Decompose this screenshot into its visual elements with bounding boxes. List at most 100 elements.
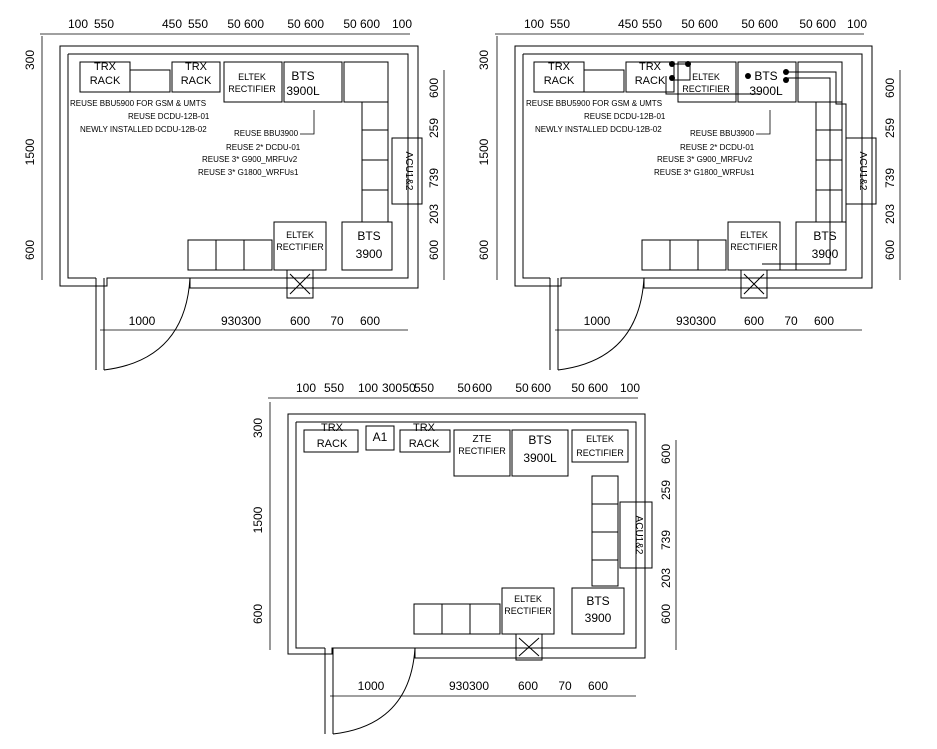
connection-point bbox=[685, 61, 691, 67]
rect-bot-label: ELTEK bbox=[514, 594, 542, 604]
dim-top: 50 bbox=[799, 17, 813, 31]
top-right-cabinet bbox=[343, 61, 389, 103]
bts-top-label: BTS bbox=[528, 433, 551, 447]
dim-bottom: 600 bbox=[814, 314, 834, 328]
a1-label: A1 bbox=[373, 430, 388, 444]
connection-point bbox=[669, 75, 675, 81]
bottom-cabinet-row bbox=[187, 239, 273, 271]
dim-top: 50 bbox=[741, 17, 755, 31]
trx-rack-1 bbox=[303, 429, 359, 453]
dim-right: 600 bbox=[883, 240, 897, 260]
eltek-rectifier-top bbox=[677, 61, 737, 103]
dim-top: 100 bbox=[296, 381, 316, 395]
bts-top-sublabel: 3900L bbox=[749, 84, 783, 98]
dim-top: 100 bbox=[524, 17, 544, 31]
cable-ladder-cross bbox=[289, 273, 311, 295]
note-right-1: REUSE BBU3900 bbox=[690, 129, 755, 138]
a1-unit bbox=[365, 425, 395, 451]
dim-top: 100 bbox=[68, 17, 88, 31]
note-left-2: REUSE DCDU-12B-01 bbox=[128, 112, 210, 121]
trx2-label: TRX bbox=[639, 61, 662, 73]
note-right-2: REUSE 2* DCDU-01 bbox=[226, 143, 301, 152]
dim-right: 600 bbox=[427, 240, 441, 260]
cabinet-slot bbox=[583, 69, 625, 93]
cable-ladder bbox=[740, 269, 768, 299]
eltek-top-label: ELTEK bbox=[586, 434, 614, 444]
dim-right: 739 bbox=[427, 168, 441, 188]
dim-bottom: 300 bbox=[241, 314, 261, 328]
bts-bot-sublabel: 3900 bbox=[585, 611, 612, 625]
dim-bottom: 300 bbox=[696, 314, 716, 328]
trx1-sublabel: RACK bbox=[317, 438, 348, 450]
dim-top: 600 bbox=[531, 381, 551, 395]
dim-top: 600 bbox=[472, 381, 492, 395]
acu-label: ACU1&2 bbox=[403, 152, 414, 191]
dim-top: 100 bbox=[620, 381, 640, 395]
connection-point bbox=[669, 61, 675, 67]
cable-ladder-cross bbox=[518, 637, 540, 657]
eltek-rectifier-top bbox=[571, 429, 629, 463]
dim-bottom: 1000 bbox=[584, 314, 611, 328]
dim-right: 203 bbox=[427, 204, 441, 224]
note-right-3: REUSE 3* G900_MRFUv2 bbox=[657, 155, 753, 164]
cable-ladder-cross bbox=[743, 273, 765, 295]
zte-rectifier bbox=[453, 429, 511, 477]
rect-bot-sublabel: RECTIFIER bbox=[276, 242, 324, 252]
floor-plan-1: TRX RACK TRX RACK ELTEK RECTIFIER BTS 39… bbox=[23, 17, 445, 371]
door-swing bbox=[103, 277, 191, 371]
dim-bottom: 70 bbox=[330, 314, 344, 328]
bts-3900 bbox=[341, 221, 393, 271]
dim-top: 550 bbox=[94, 17, 114, 31]
dim-bottom: 600 bbox=[588, 679, 608, 693]
rect-bot-label: ELTEK bbox=[740, 230, 768, 240]
top-right-cabinet bbox=[797, 61, 843, 103]
dim-top: 550 bbox=[414, 381, 434, 395]
dim-right: 739 bbox=[883, 168, 897, 188]
dim-top: 600 bbox=[758, 17, 778, 31]
bts-top-sublabel: 3900L bbox=[286, 84, 320, 98]
note-right-1: REUSE BBU3900 bbox=[234, 129, 299, 138]
dim-top: 50 bbox=[402, 381, 416, 395]
dim-top: 100 bbox=[358, 381, 378, 395]
trx-rack-2 bbox=[399, 429, 451, 453]
bottom-cabinet-row bbox=[641, 239, 727, 271]
note-left-1: REUSE BBU5900 FOR GSM & UMTS bbox=[70, 99, 206, 108]
dim-right: 600 bbox=[427, 78, 441, 98]
dim-left: 300 bbox=[477, 50, 491, 70]
dim-bottom: 930 bbox=[676, 314, 696, 328]
inner-wall bbox=[522, 53, 863, 279]
floor-plan-2: TRX RACK TRX RACK ELTEK RECTIFIER BTS 39… bbox=[477, 17, 901, 371]
trx2-sublabel: RACK bbox=[635, 75, 666, 87]
bts-3900 bbox=[571, 587, 625, 635]
dim-top: 550 bbox=[188, 17, 208, 31]
bts-3900l bbox=[737, 61, 797, 103]
inner-wall bbox=[295, 421, 637, 649]
dim-right: 600 bbox=[659, 444, 673, 464]
dim-top: 50 bbox=[343, 17, 357, 31]
note-left-3: NEWLY INSTALLED DCDU-12B-02 bbox=[535, 125, 662, 134]
dim-top: 50 bbox=[287, 17, 301, 31]
dim-right: 203 bbox=[659, 568, 673, 588]
connection-point bbox=[783, 77, 789, 83]
dim-bottom: 600 bbox=[360, 314, 380, 328]
trx2-sublabel: RACK bbox=[409, 438, 440, 450]
acu-unit bbox=[619, 501, 653, 569]
acu-label: ACU1&2 bbox=[633, 516, 644, 555]
dim-top: 50 bbox=[571, 381, 585, 395]
dim-bottom: 300 bbox=[469, 679, 489, 693]
leader-line bbox=[300, 110, 315, 135]
eltek-rectifier-top bbox=[223, 61, 283, 103]
note-right-3: REUSE 3* G900_MRFUv2 bbox=[202, 155, 298, 164]
dim-right: 739 bbox=[659, 530, 673, 550]
bts-3900l bbox=[511, 429, 569, 477]
rect-top-label: ELTEK bbox=[238, 72, 266, 82]
dim-top: 450 bbox=[162, 17, 182, 31]
dim-top: 600 bbox=[360, 17, 380, 31]
dim-top: 600 bbox=[244, 17, 264, 31]
dim-top: 50 bbox=[457, 381, 471, 395]
dim-right: 259 bbox=[659, 480, 673, 500]
dim-bottom: 930 bbox=[449, 679, 469, 693]
note-left-1: REUSE BBU5900 FOR GSM & UMTS bbox=[526, 99, 662, 108]
trx2-sublabel: RACK bbox=[181, 75, 212, 87]
